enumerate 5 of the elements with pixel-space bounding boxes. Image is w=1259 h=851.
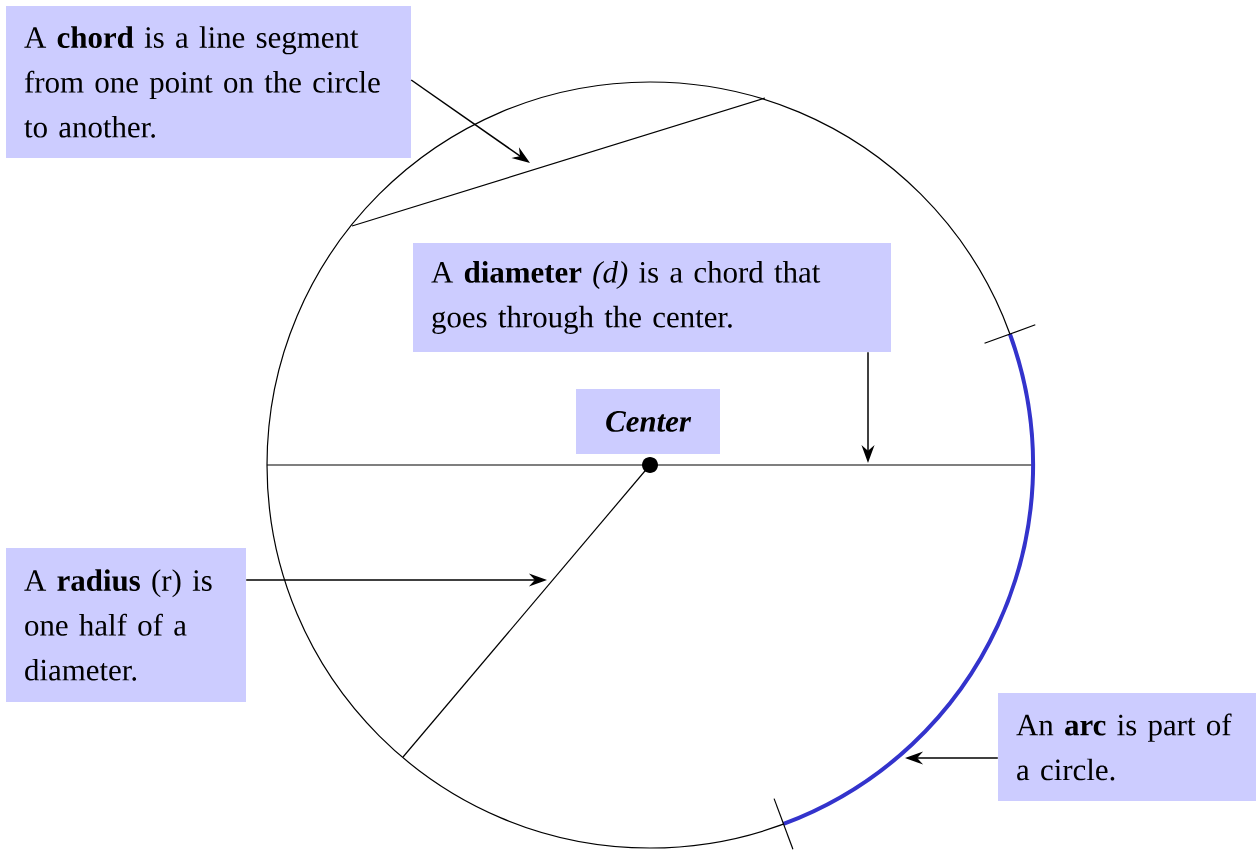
text-box: A chord is a line segment from one point on the circle to another. bbox=[6, 6, 411, 158]
text-box: A radius (r) is one half of a diameter. bbox=[6, 548, 246, 702]
text-box: An arc is part of a circle. bbox=[998, 693, 1256, 801]
text-box: Center bbox=[576, 389, 720, 454]
text-box: A diameter (d) is a chord that goes through the center. bbox=[413, 243, 891, 352]
